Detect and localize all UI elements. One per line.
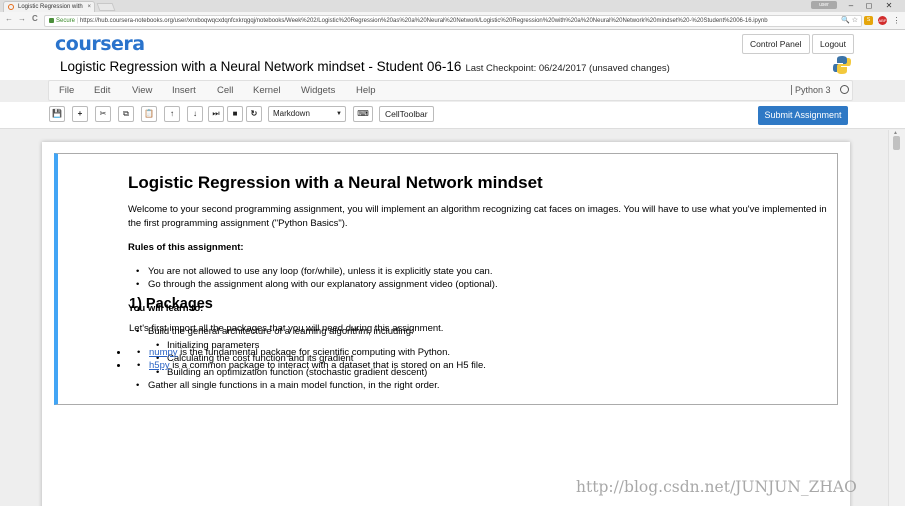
menu-edit[interactable]: Edit (94, 85, 111, 96)
tab-title: Logistic Regression with (18, 4, 83, 10)
window-close-icon[interactable]: ✕ (885, 1, 893, 10)
browser-tab[interactable]: Logistic Regression with × (3, 1, 95, 12)
keyboard-icon[interactable]: ⌨ (353, 106, 373, 122)
checkpoint-status: Last Checkpoint: 06/24/2017 (unsaved cha… (465, 63, 670, 74)
maximize-icon[interactable]: ◻ (865, 1, 873, 10)
notebook-name[interactable]: Logistic Regression with a Neural Networ… (60, 59, 462, 74)
cell-type-select[interactable]: Markdown ▼ (268, 106, 346, 122)
jupyter-favicon-icon (8, 4, 14, 10)
rules-title: Rules of this assignment: (128, 242, 244, 253)
secure-label: Secure (56, 18, 76, 24)
notebook-title[interactable]: Logistic Regression with a Neural Networ… (60, 59, 670, 74)
learn-main-text: Build the general architecture of a lear… (148, 326, 414, 337)
cell-heading: Logistic Regression with a Neural Networ… (128, 173, 543, 192)
url-input[interactable]: Secure | https://hub.coursera-notebooks.… (44, 15, 862, 27)
intro-paragraph: Welcome to your second programming assig… (128, 204, 827, 229)
move-up-icon[interactable]: ↑ (164, 106, 180, 122)
submit-assignment-button[interactable]: Submit Assignment (758, 106, 848, 125)
page-scrollbar[interactable]: ▲ (888, 130, 905, 506)
notebook-header: coursera Logistic Regression with a Neur… (0, 30, 905, 80)
user-profile-badge[interactable]: user (811, 1, 837, 9)
move-down-icon[interactable]: ↓ (187, 106, 203, 122)
learn-title: You will learn to: (128, 302, 204, 314)
scroll-up-icon[interactable]: ▲ (893, 130, 898, 136)
menu-widgets[interactable]: Widgets (301, 85, 336, 96)
rules-list: You are not allowed to use any loop (for… (128, 265, 828, 292)
browser-tab-bar: Logistic Regression with × user – ◻ ✕ (0, 0, 905, 12)
cell-type-value: Markdown (273, 109, 310, 118)
watermark-text: http://blog.csdn.net/JUNJUN_ZHAO (576, 478, 857, 496)
menu-kernel[interactable]: Kernel (253, 85, 281, 96)
packages-section: 1) Packages Let's first import all the p… (129, 295, 829, 373)
kernel-idle-icon (840, 85, 849, 94)
list-item: You are not allowed to use any loop (for… (128, 265, 828, 279)
address-bar-row: ← → C Secure | https://hub.coursera-note… (0, 12, 905, 30)
chrome-menu-icon[interactable]: ⋮ (892, 16, 901, 25)
numpy-desc: is the fundamental package for scientifi… (177, 346, 450, 358)
packages-intro: Let's first import all the packages that… (129, 323, 444, 334)
list-item: numpy is the fundamental package for sci… (129, 346, 829, 360)
stop-icon[interactable]: ■ (227, 106, 243, 122)
notebook-content: Logistic Regression with a Neural Networ… (0, 130, 888, 506)
reload-icon[interactable]: C (32, 14, 38, 23)
cell-toolbar-button[interactable]: CellToolbar (379, 106, 434, 122)
menu-help[interactable]: Help (356, 85, 376, 96)
python-logo-icon (833, 56, 851, 74)
new-tab-button[interactable] (96, 3, 116, 11)
forward-icon[interactable]: → (18, 14, 26, 23)
back-icon[interactable]: ← (5, 14, 13, 23)
packages-list: numpy is the fundamental package for sci… (129, 346, 829, 373)
bookmark-star-icon[interactable]: 🔍 ☆ (838, 16, 861, 26)
tab-close-icon[interactable]: × (87, 4, 91, 10)
save-icon[interactable]: 💾 (49, 106, 65, 122)
url-text: https://hub.coursera-notebooks.org/user/… (79, 18, 768, 24)
h5py-link[interactable]: h5py (149, 360, 170, 371)
logout-button[interactable]: Logout (812, 34, 854, 54)
notebook-toolbar: 💾 + ✂ ⧉ 📋 ↑ ↓ ⏭ ■ ↻ Markdown ▼ ⌨ CellToo… (0, 102, 905, 129)
extension-icon[interactable]: S (864, 16, 873, 25)
list-item: h5py is a common package to interact wit… (129, 359, 829, 373)
restart-icon[interactable]: ↻ (246, 106, 262, 122)
h5py-desc: is a common package to interact with a d… (169, 360, 486, 371)
kernel-name: Python 3 (791, 85, 831, 95)
packages-heading: 1) Packages (129, 296, 213, 312)
scrollbar-thumb[interactable] (893, 136, 900, 150)
run-icon[interactable]: ⏭ (208, 106, 224, 122)
list-item: Gather all single functions in a main mo… (128, 379, 828, 393)
chevron-down-icon: ▼ (336, 111, 342, 117)
notebook-menubar: File Edit View Insert Cell Kernel Widget… (48, 80, 853, 101)
menu-view[interactable]: View (132, 85, 153, 96)
lock-icon (49, 17, 54, 23)
insert-cell-icon[interactable]: + (72, 106, 88, 122)
control-panel-button[interactable]: Control Panel (742, 34, 810, 54)
menu-insert[interactable]: Insert (172, 85, 196, 96)
paste-icon[interactable]: 📋 (141, 106, 157, 122)
copy-icon[interactable]: ⧉ (118, 106, 134, 122)
coursera-logo[interactable]: coursera (55, 33, 145, 55)
numpy-link[interactable]: numpy (149, 346, 178, 358)
menu-cell[interactable]: Cell (217, 85, 234, 96)
cut-icon[interactable]: ✂ (95, 106, 111, 122)
list-item: Go through the assignment along with our… (128, 278, 828, 292)
minimize-icon[interactable]: – (848, 1, 854, 10)
adblock-icon[interactable]: ABP (878, 16, 887, 25)
menu-file[interactable]: File (59, 85, 75, 96)
